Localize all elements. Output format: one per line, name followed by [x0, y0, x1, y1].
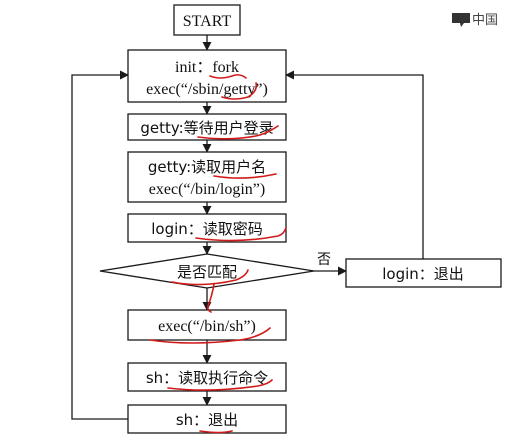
getty-read-label-line2: exec(“/bin/login”): [149, 181, 265, 198]
start-box: [173, 4, 241, 36]
login-password-label: login：读取密码: [151, 220, 263, 238]
annotation-underline-sh-exit: [199, 430, 233, 434]
annotation-underline-read-name: [213, 173, 277, 179]
init-box: [127, 49, 287, 103]
annotation-underline-match: [171, 269, 249, 286]
login-password-box: [127, 213, 287, 243]
loop-sh-exit-to-init: [71, 70, 129, 420]
start-label: START: [183, 13, 232, 30]
annotation-underline-getty: [221, 82, 258, 100]
init-label-line2: exec(“/sbin/getty”): [146, 81, 268, 98]
annotation-underline-read-password: [195, 227, 287, 242]
red-annotations: [149, 74, 287, 434]
getty-read-label-line1: getty:读取用户名: [148, 158, 266, 176]
login-exit-label: login：退出: [382, 265, 464, 283]
init-label-line1: init：fork: [175, 59, 239, 76]
watermark-text: 中国: [472, 13, 498, 28]
watermark-logo: 中国: [452, 13, 498, 28]
sh-exit-box: [127, 404, 287, 434]
annotation-underline-wait: [197, 125, 279, 140]
no-branch-label: 否: [317, 252, 331, 268]
loop-login-exit-to-init: [285, 70, 424, 259]
annotation-underline-sh-cmd: [167, 379, 273, 391]
annotation-underline-fork: [209, 74, 247, 79]
logo-icon: [452, 13, 470, 27]
sh-exit-label: sh：退出: [176, 411, 238, 429]
sh-command-label: sh：读取执行命令: [146, 369, 268, 387]
annotation-hook-match: [207, 283, 215, 313]
match-decision-label: 是否匹配: [177, 263, 237, 281]
annotation-underline-exec-sh: [149, 327, 271, 344]
exec-sh-label: exec(“/bin/sh”): [158, 318, 256, 335]
getty-wait-label: getty:等待用户登录: [140, 119, 273, 137]
login-exit-box: [345, 258, 502, 288]
